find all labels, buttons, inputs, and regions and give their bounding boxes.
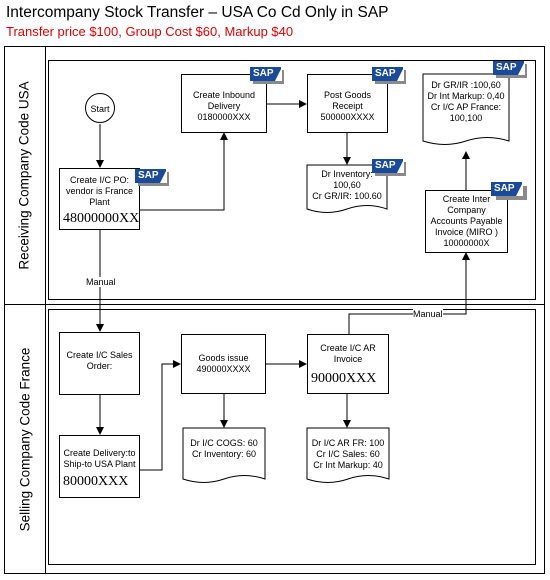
lane-body-receiving (48, 60, 536, 300)
miro-doc-line-4: 100,100 (449, 113, 483, 123)
miro-line-5: 10000000X (443, 238, 490, 248)
po-line-2: vendor is France (65, 186, 134, 196)
ar-line-1: Create I/C AR (320, 343, 376, 353)
doc-shape-miro (422, 73, 510, 145)
gr-posting-document: Dr Inventory: 100,60 Cr GR/IR: 100.60 (307, 169, 387, 202)
gi-line-1: Goods issue (198, 353, 249, 363)
po-line-3: Plant (89, 197, 110, 207)
doc-shape-gi (182, 427, 266, 483)
gr-line-3: 500000XXXX (320, 112, 375, 122)
so-line-2: Order: (86, 361, 113, 371)
gr-doc-line-3: Cr GR/IR: 100.60 (312, 191, 382, 201)
diagram-title: Intercompany Stock Transfer – USA Co Cd … (6, 4, 389, 21)
arrow-po-to-inbound (130, 132, 228, 211)
ar-doc-line-3: Cr Int Markup: 40 (313, 460, 383, 470)
sap-logo-miro-doc: SAP (493, 61, 525, 75)
miro-doc-line-1: Dr GR/IR :100,60 (431, 80, 501, 90)
diagram-frame (4, 46, 545, 574)
ar-posting-document: Dr I/C AR FR: 100 Cr I/C Sales: 60 Cr In… (307, 438, 389, 471)
lane-body-selling (48, 309, 536, 565)
miro-posting-document: Dr GR/IR :100,60 Dr Int Markup: 0,40 Cr … (423, 80, 509, 124)
create-inbound-delivery-box: Create Inbound Delivery 0180000XXX (181, 74, 267, 133)
sap-logo-po: SAP (135, 169, 167, 183)
so-line-1: Create I/C Sales (66, 350, 133, 360)
sap-logo-inbound: SAP (250, 67, 282, 81)
diagram-subtitle: Transfer price $100, Group Cost $60, Mar… (6, 24, 294, 39)
ar-number: 90000XXX (311, 371, 377, 386)
lane-label-selling: Selling Company Code France (4, 304, 46, 574)
inbound-line-2: Delivery (207, 101, 241, 111)
inbound-line-1: Create Inbound (192, 90, 256, 100)
doc-shape-gr (306, 164, 388, 213)
sap-logo-gr-doc: SAP (372, 159, 404, 173)
delivery-line-1: Create Delivery:to (63, 448, 136, 458)
delivery-number: 80000XXX (63, 474, 129, 489)
miro-line-3: Accounts Payable (430, 216, 503, 226)
gi-doc-line-1: Dr I/C COGS: 60 (190, 438, 258, 448)
doc-shape-ar (306, 427, 390, 483)
sap-logo-gr: SAP (372, 67, 404, 81)
inbound-line-3: 0180000XXX (197, 112, 251, 122)
ar-doc-line-1: Dr I/C AR FR: 100 (311, 438, 385, 448)
miro-doc-line-2: Dr Int Markup: 0,40 (427, 91, 505, 101)
gr-doc-line-2: 100,60 (333, 180, 361, 190)
po-number: 48000000XX (63, 211, 140, 226)
arrow-ar-to-miro (348, 252, 470, 334)
start-node: Start (85, 93, 115, 123)
manual-label-ar-to-miro: Manual (413, 309, 443, 319)
create-po-box: Create I/C PO: vendor is France Plant 48… (59, 168, 140, 230)
lane-label-receiving: Receiving Company Code USA (4, 46, 46, 304)
miro-line-1: Create Inter (442, 194, 491, 204)
create-ar-invoice-box: Create I/C AR Invoice 90000XXX (307, 334, 389, 394)
create-ic-ap-invoice-box: Create Inter Company Accounts Payable In… (425, 190, 508, 253)
miro-doc-line-3: Cr I/C AP France: (430, 102, 502, 112)
gr-doc-line-1: Dr Inventory: (321, 169, 373, 179)
goods-issue-box: Goods issue 490000XXXX (181, 334, 266, 394)
gi-doc-line-2: Cr Inventory: 60 (191, 449, 257, 459)
manual-label-po-to-so: Manual (86, 277, 116, 287)
sap-logo-miro: SAP (491, 182, 523, 196)
lane-divider (4, 304, 545, 305)
delivery-line-2: Ship-to USA Plant (63, 459, 136, 469)
gr-line-1: Post Goods (323, 90, 372, 100)
ar-line-2: Invoice (333, 354, 363, 364)
arrow-delivery-to-gi (140, 360, 181, 471)
create-delivery-box: Create Delivery:to Ship-to USA Plant 800… (59, 435, 140, 498)
gi-line-2: 490000XXXX (196, 364, 251, 374)
create-sales-order-box: Create I/C Sales Order: (59, 332, 140, 395)
miro-line-4: Invoice (MIRO ) (434, 227, 498, 237)
miro-line-2: Company (447, 205, 486, 215)
po-line-1: Create I/C PO: (69, 175, 130, 185)
gr-line-2: Receipt (332, 101, 363, 111)
gi-posting-document: Dr I/C COGS: 60 Cr Inventory: 60 (183, 438, 265, 460)
ar-doc-line-2: Cr I/C Sales: 60 (316, 449, 380, 459)
post-goods-receipt-box: Post Goods Receipt 500000XXXX (307, 74, 388, 133)
